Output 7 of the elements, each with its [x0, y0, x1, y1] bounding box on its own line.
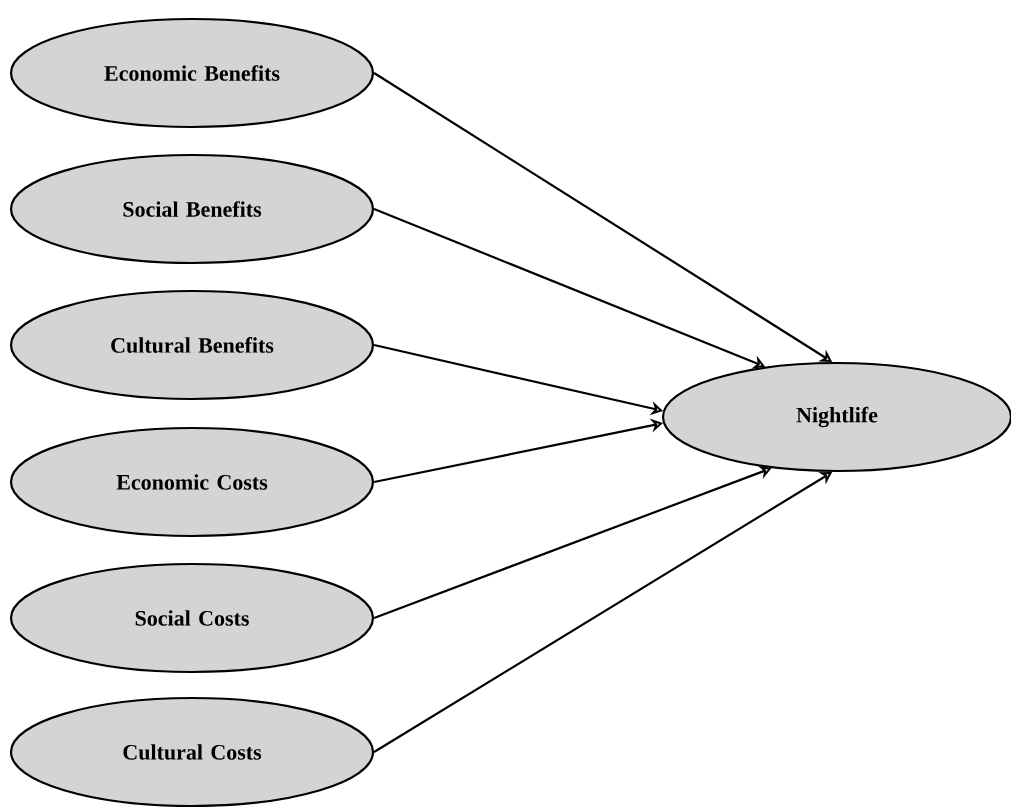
ellipse-node: Nightlife — [661, 361, 1011, 473]
ellipse-node: Economic Benefits — [9, 17, 375, 129]
ellipse-node: Social Costs — [9, 562, 375, 674]
ellipse-node: Social Benefits — [9, 153, 375, 265]
ellipse-node: Cultural Benefits — [9, 289, 375, 401]
ellipse-node: Economic Costs — [9, 426, 375, 538]
ellipse-node: Cultural Costs — [9, 696, 375, 807]
